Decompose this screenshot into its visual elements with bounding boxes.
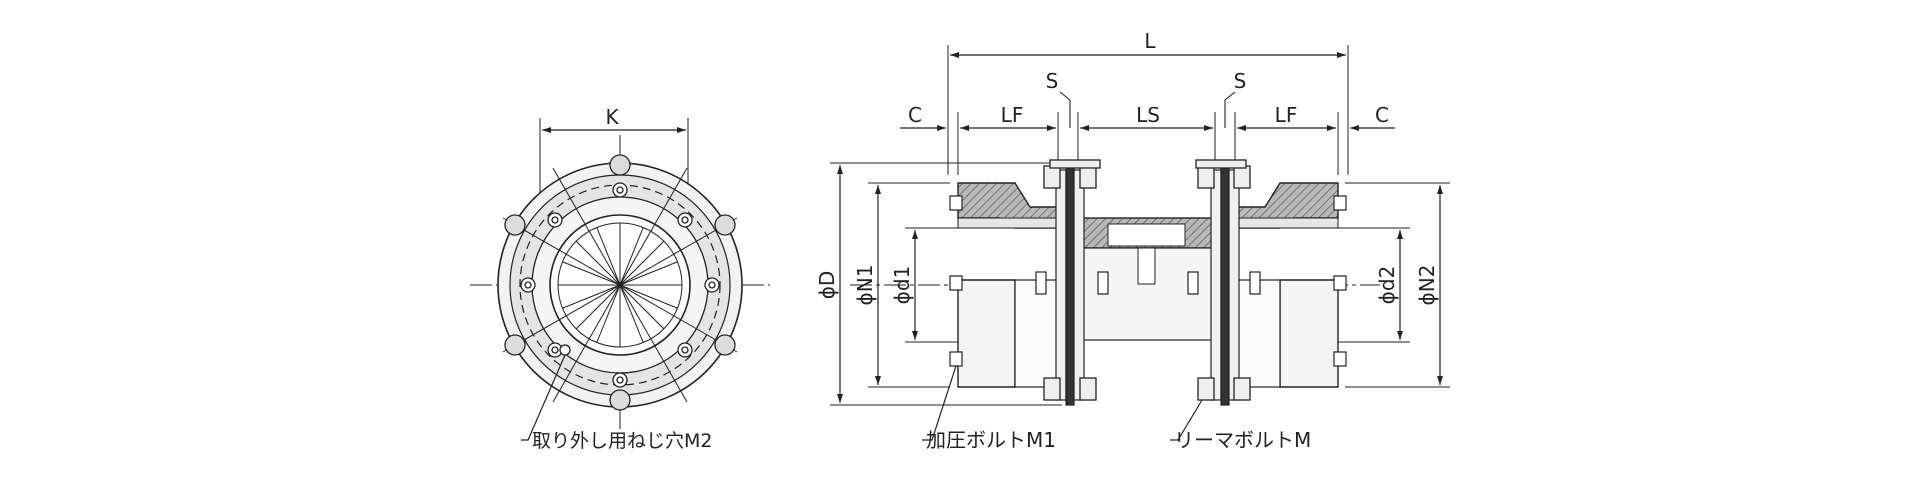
- dim-s-right-label: S: [1234, 69, 1247, 93]
- press-bolt-leader: [922, 365, 957, 441]
- disc-pack-left: [1055, 164, 1085, 406]
- press-bolt-label: 加圧ボルトM1: [926, 428, 1056, 452]
- dim-c-right-label: C: [1375, 103, 1389, 127]
- front-bolt-holes: [520, 182, 720, 388]
- dim-d1-label: ϕd1: [890, 266, 914, 305]
- dim-ls-label: LS: [1136, 103, 1160, 127]
- reamer-bolt-label: リーマボルトM: [1174, 428, 1311, 452]
- dim-c-left-label: C: [908, 103, 922, 127]
- dim-l-label: L: [1144, 29, 1156, 53]
- front-notches: [504, 154, 736, 411]
- side-view: [830, 45, 1450, 441]
- dim-d-label: ϕD: [815, 271, 839, 300]
- dim-k-label: K: [605, 105, 619, 129]
- dim-n1-label: ϕN1: [853, 265, 877, 306]
- reamer-bolt-leader: [1170, 399, 1203, 441]
- dim-s-left-label: S: [1046, 69, 1059, 93]
- removal-tapped-hole: [559, 344, 571, 356]
- front-view: [470, 118, 770, 441]
- side-view-labels: L S S C LF LS LF C ϕD ϕN1 ϕd1 ϕd2 ϕN2 加圧…: [815, 29, 1439, 452]
- dim-lf-left-label: LF: [1001, 103, 1024, 127]
- dim-lf-right-label: LF: [1275, 103, 1298, 127]
- dim-d2-label: ϕd2: [1375, 266, 1399, 305]
- disc-pack-right: [1210, 164, 1240, 406]
- removal-hole-leader: [521, 354, 566, 441]
- reamer-bolts: [1043, 159, 1251, 401]
- removal-holes-label: 取り外し用ねじ穴M2: [532, 430, 712, 452]
- press-bolts: [949, 195, 1347, 367]
- dim-n2-label: ϕN2: [1415, 265, 1439, 306]
